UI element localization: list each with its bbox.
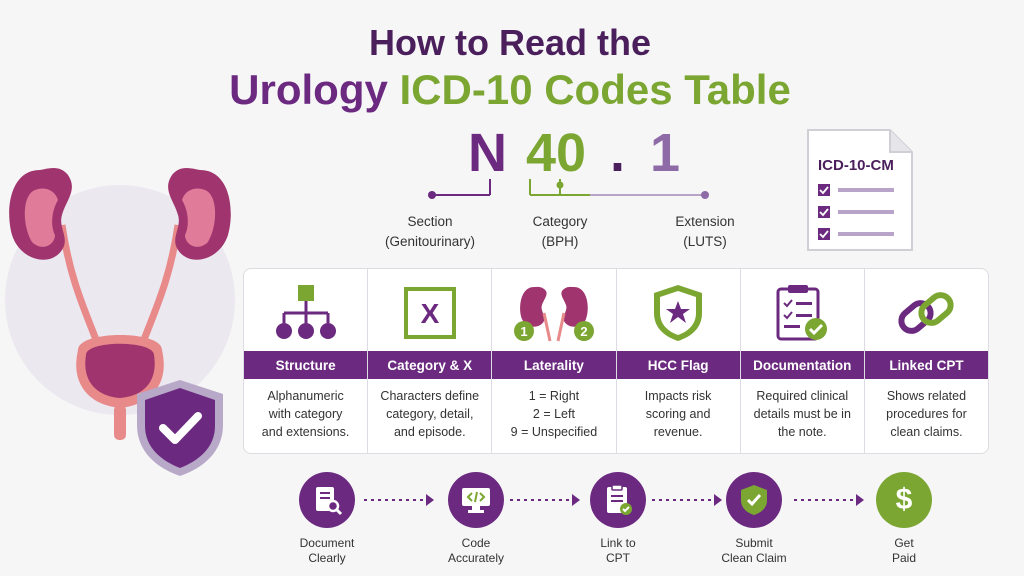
card-desc: Alphanumeric with category and extension…: [261, 389, 350, 439]
feature-grid: Structure Alphanumeric with category and…: [243, 268, 989, 454]
card-title: Structure: [244, 351, 368, 379]
clipboard-check-icon: [776, 285, 828, 341]
chain-link-icon: [898, 292, 955, 334]
card-category-x: X Category & X Characters define categor…: [368, 269, 493, 453]
code-part-category: Category (BPH): [532, 214, 588, 249]
flow-label: Submit Clean Claim: [721, 536, 787, 565]
card-desc: Required clinical details must be in the…: [753, 389, 851, 439]
card-linked-cpt: Linked CPT Shows related procedures for …: [864, 269, 988, 453]
svg-text:1: 1: [520, 324, 527, 339]
flow-label: Link to CPT: [600, 536, 636, 565]
document-search-icon: [316, 487, 343, 516]
card-laterality: 1 2 Laterality 1 = Right 2 = Left 9 = Un…: [492, 269, 617, 453]
card-desc: Impacts risk scoring and revenue.: [644, 389, 712, 439]
page-title-line1: How to Read the: [368, 22, 651, 63]
flow-arrow-4: [794, 494, 864, 506]
code-monitor-icon: [462, 488, 490, 513]
card-structure: Structure Alphanumeric with category and…: [244, 269, 369, 453]
dollar-icon: $: [895, 483, 913, 516]
card-title: Linked CPT: [864, 351, 988, 379]
code-category-char: 40: [526, 123, 587, 183]
kidneys-icon: 1 2: [513, 286, 594, 342]
card-title: HCC Flag: [616, 351, 740, 379]
card-documentation: Documentation Required clinical details …: [740, 269, 865, 453]
svg-text:ICD-10-CM: ICD-10-CM: [818, 157, 894, 174]
title-icd10: ICD-10 Codes Table: [399, 66, 791, 113]
flow-arrow-1: [364, 494, 434, 506]
code-connector-lines: [428, 179, 709, 199]
svg-text:2: 2: [580, 324, 587, 339]
flow-step-submit: Submit Clean Claim: [694, 472, 814, 566]
icd10-document-icon: ICD-10-CM: [807, 129, 913, 251]
page-title-line2: Urology ICD-10 Codes Table: [140, 66, 880, 114]
card-hcc-flag: HCC Flag Impacts risk scoring and revenu…: [616, 269, 741, 453]
svg-text:X: X: [420, 298, 439, 329]
card-title: Documentation: [740, 351, 864, 379]
clipboard-link-icon: [607, 484, 632, 515]
shield-check-icon: [741, 485, 767, 515]
title-urology: Urology: [229, 66, 388, 113]
code-dot-char: .: [610, 123, 626, 183]
code-part-section: Section (Genitourinary): [384, 214, 476, 249]
flow-label: Document Clearly: [299, 536, 355, 565]
code-extension-char: 1: [650, 123, 681, 183]
code-section-char: N: [468, 123, 507, 183]
flow-step-paid: $ Get Paid: [844, 472, 964, 566]
shield-check-icon: [137, 380, 223, 476]
urinary-system-illustration: [9, 167, 231, 476]
card-desc: Shows related procedures for clean claim…: [886, 389, 967, 439]
code-part-extension: Extension (LUTS): [675, 214, 735, 249]
x-box-icon: X: [403, 287, 456, 339]
flow-step-link: Link to CPT: [558, 472, 678, 566]
card-title: Category & X: [368, 351, 492, 379]
card-desc: Characters define category, detail, and …: [380, 389, 480, 439]
flow-label: Code Accurately: [447, 536, 505, 565]
flow-arrow-2: [510, 494, 580, 506]
hierarchy-icon: [275, 285, 336, 339]
flow-step-document: Document Clearly: [267, 472, 387, 566]
card-desc: 1 = Right 2 = Left 9 = Unspecified: [510, 389, 598, 439]
card-title: Laterality: [492, 351, 616, 379]
flow-step-code: Code Accurately: [416, 472, 536, 566]
flow-label: Get Paid: [891, 536, 917, 565]
bladder-icon: [76, 335, 164, 440]
left-kidney-icon: [9, 167, 72, 260]
star-shield-icon: [654, 285, 703, 341]
flow-arrow-3: [652, 494, 722, 506]
right-kidney-icon: [168, 167, 231, 260]
